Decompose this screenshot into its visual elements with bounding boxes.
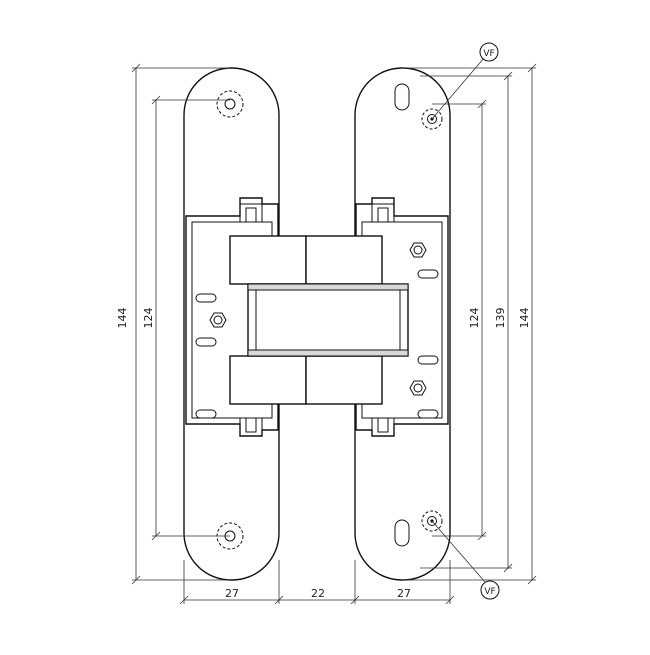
right-bottom-slot xyxy=(394,519,410,547)
right-upper-hex-screw xyxy=(409,242,427,258)
dimension-ticks xyxy=(131,63,537,605)
right-top-adjust-screw xyxy=(421,108,443,130)
right-slot-lower xyxy=(417,409,439,419)
left-outer-height-label: 144 xyxy=(116,308,129,329)
central-block-bottom-edge xyxy=(247,349,409,357)
bottom-middle-width-label: 22 xyxy=(311,587,325,600)
left-inner-height-label: 124 xyxy=(142,308,155,329)
bottom-right-width-label: 27 xyxy=(397,587,411,600)
central-block-top-edge xyxy=(247,283,409,291)
left-slot-lower xyxy=(195,337,217,347)
right-outer-height-label: 144 xyxy=(518,308,531,329)
right-top-slot xyxy=(394,83,410,111)
central-slide-block xyxy=(247,283,409,357)
upper-right-arm xyxy=(305,235,383,285)
right-slot-middle xyxy=(417,355,439,365)
bottom-vf-label: VF xyxy=(484,587,495,597)
lower-left-arm xyxy=(229,355,307,405)
top-vf-callout: VF xyxy=(431,42,499,120)
top-vf-label: VF xyxy=(483,49,494,59)
right-slot-upper xyxy=(417,269,439,279)
hinge-mechanism xyxy=(185,197,449,437)
right-lower-hex-screw xyxy=(409,380,427,396)
bottom-vf-callout: VF xyxy=(431,520,500,600)
lower-right-arm xyxy=(305,355,383,405)
right-inner-height-label: 124 xyxy=(468,308,481,329)
dimension-lines xyxy=(132,67,536,604)
right-mid-height-label: 139 xyxy=(494,308,507,329)
upper-left-arm xyxy=(229,235,307,285)
left-slot-upper xyxy=(195,293,217,303)
left-slot-bottom xyxy=(195,409,217,419)
left-hex-screw xyxy=(209,312,227,328)
left-top-screw-hole xyxy=(216,90,244,118)
bottom-left-width-label: 27 xyxy=(225,587,239,600)
